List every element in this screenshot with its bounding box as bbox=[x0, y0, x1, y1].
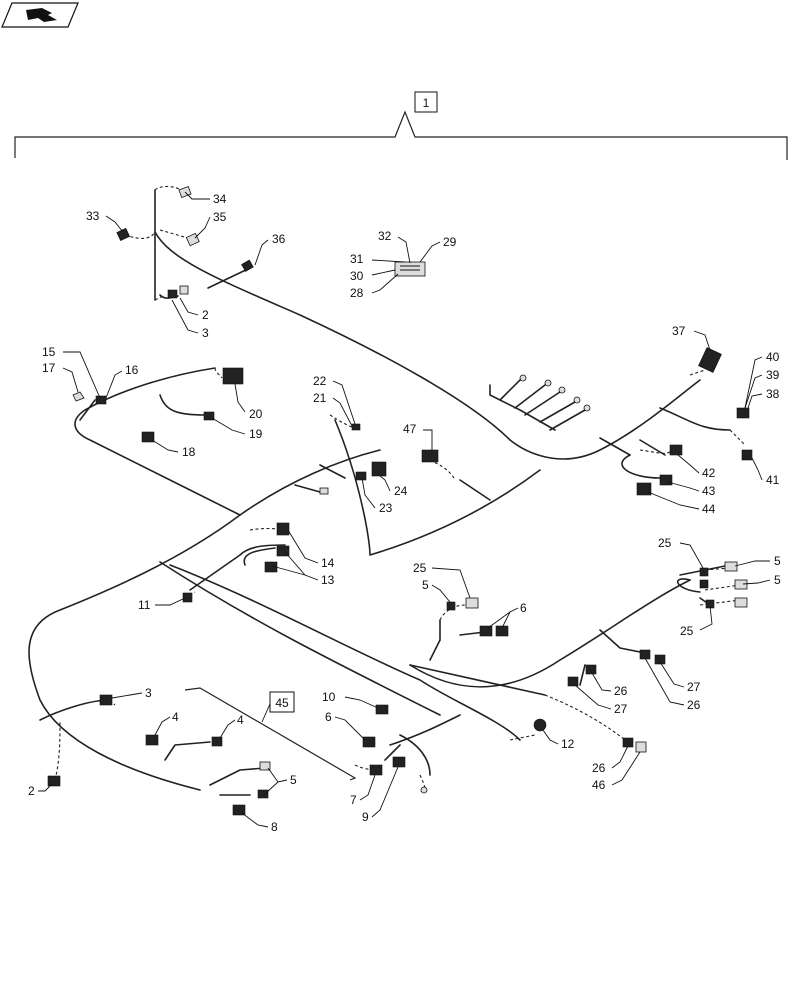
callout-3-lower: 3 bbox=[145, 686, 152, 700]
callout-11: 11 bbox=[138, 598, 151, 612]
callout-26-c: 26 bbox=[592, 761, 606, 775]
callout-34: 34 bbox=[213, 192, 227, 206]
callout-6-mid: 6 bbox=[520, 601, 527, 615]
callout-4-b: 4 bbox=[237, 713, 244, 727]
callout-16: 16 bbox=[125, 363, 139, 377]
callout-5-right-a: 5 bbox=[774, 554, 781, 568]
callout-13: 13 bbox=[321, 573, 335, 587]
callout-15: 15 bbox=[42, 345, 56, 359]
callout-28: 28 bbox=[350, 286, 364, 300]
callout-7: 7 bbox=[350, 793, 357, 807]
connectors bbox=[47, 186, 753, 816]
assembly-bracket: 1 bbox=[14, 91, 788, 160]
callout-5-mid: 5 bbox=[422, 578, 429, 592]
callout-35: 35 bbox=[213, 210, 227, 224]
callout-46: 46 bbox=[592, 778, 606, 792]
callout-25-right-b: 25 bbox=[680, 624, 694, 638]
kit-label: 45 bbox=[275, 696, 289, 710]
leader-lines bbox=[38, 191, 771, 828]
callout-2-lower: 2 bbox=[28, 784, 35, 798]
callout-2-upper: 2 bbox=[202, 308, 209, 322]
callout-41: 41 bbox=[766, 473, 780, 487]
callout-25-mid: 25 bbox=[413, 561, 427, 575]
callout-43: 43 bbox=[702, 484, 716, 498]
callout-32: 32 bbox=[378, 229, 392, 243]
callout-22: 22 bbox=[313, 374, 327, 388]
callout-6-lower: 6 bbox=[325, 710, 332, 724]
callout-19: 19 bbox=[249, 427, 263, 441]
callout-39: 39 bbox=[766, 368, 780, 382]
callout-30: 30 bbox=[350, 269, 364, 283]
callout-9: 9 bbox=[362, 810, 369, 824]
callout-18: 18 bbox=[182, 445, 196, 459]
callout-21: 21 bbox=[313, 391, 327, 405]
harness-wires bbox=[28, 189, 731, 796]
callout-42: 42 bbox=[702, 466, 716, 480]
callout-3-upper: 3 bbox=[202, 326, 209, 340]
callout-31: 31 bbox=[350, 252, 364, 266]
callout-5-right-b: 5 bbox=[774, 573, 781, 587]
callout-24: 24 bbox=[394, 484, 408, 498]
callout-44: 44 bbox=[702, 502, 716, 516]
dashed-pigtails bbox=[54, 185, 746, 791]
callout-47: 47 bbox=[403, 422, 417, 436]
callout-4-a: 4 bbox=[172, 710, 179, 724]
callout-33: 33 bbox=[86, 209, 100, 223]
navigation-arrow-icon[interactable] bbox=[1, 2, 79, 28]
callout-40: 40 bbox=[766, 350, 780, 364]
kit-45-marker: 45 bbox=[184, 687, 357, 781]
callout-26-b: 26 bbox=[687, 698, 701, 712]
callout-20: 20 bbox=[249, 407, 263, 421]
callout-36: 36 bbox=[272, 232, 286, 246]
callout-17: 17 bbox=[42, 361, 56, 375]
callout-numbers: 34 33 35 36 32 29 31 30 28 2 3 37 40 39 … bbox=[28, 192, 781, 834]
callout-38: 38 bbox=[766, 387, 780, 401]
callout-8: 8 bbox=[271, 820, 278, 834]
callout-29: 29 bbox=[443, 235, 457, 249]
callout-37: 37 bbox=[672, 324, 686, 338]
callout-12: 12 bbox=[561, 737, 575, 751]
callout-14: 14 bbox=[321, 556, 335, 570]
assembly-label: 1 bbox=[423, 96, 430, 110]
callout-23: 23 bbox=[379, 501, 393, 515]
callout-27-b: 27 bbox=[687, 680, 701, 694]
callout-26-a: 26 bbox=[614, 684, 628, 698]
callout-10: 10 bbox=[322, 690, 336, 704]
callout-5-lower: 5 bbox=[290, 773, 297, 787]
callout-27-a: 27 bbox=[614, 702, 628, 716]
callout-25-right: 25 bbox=[658, 536, 672, 550]
